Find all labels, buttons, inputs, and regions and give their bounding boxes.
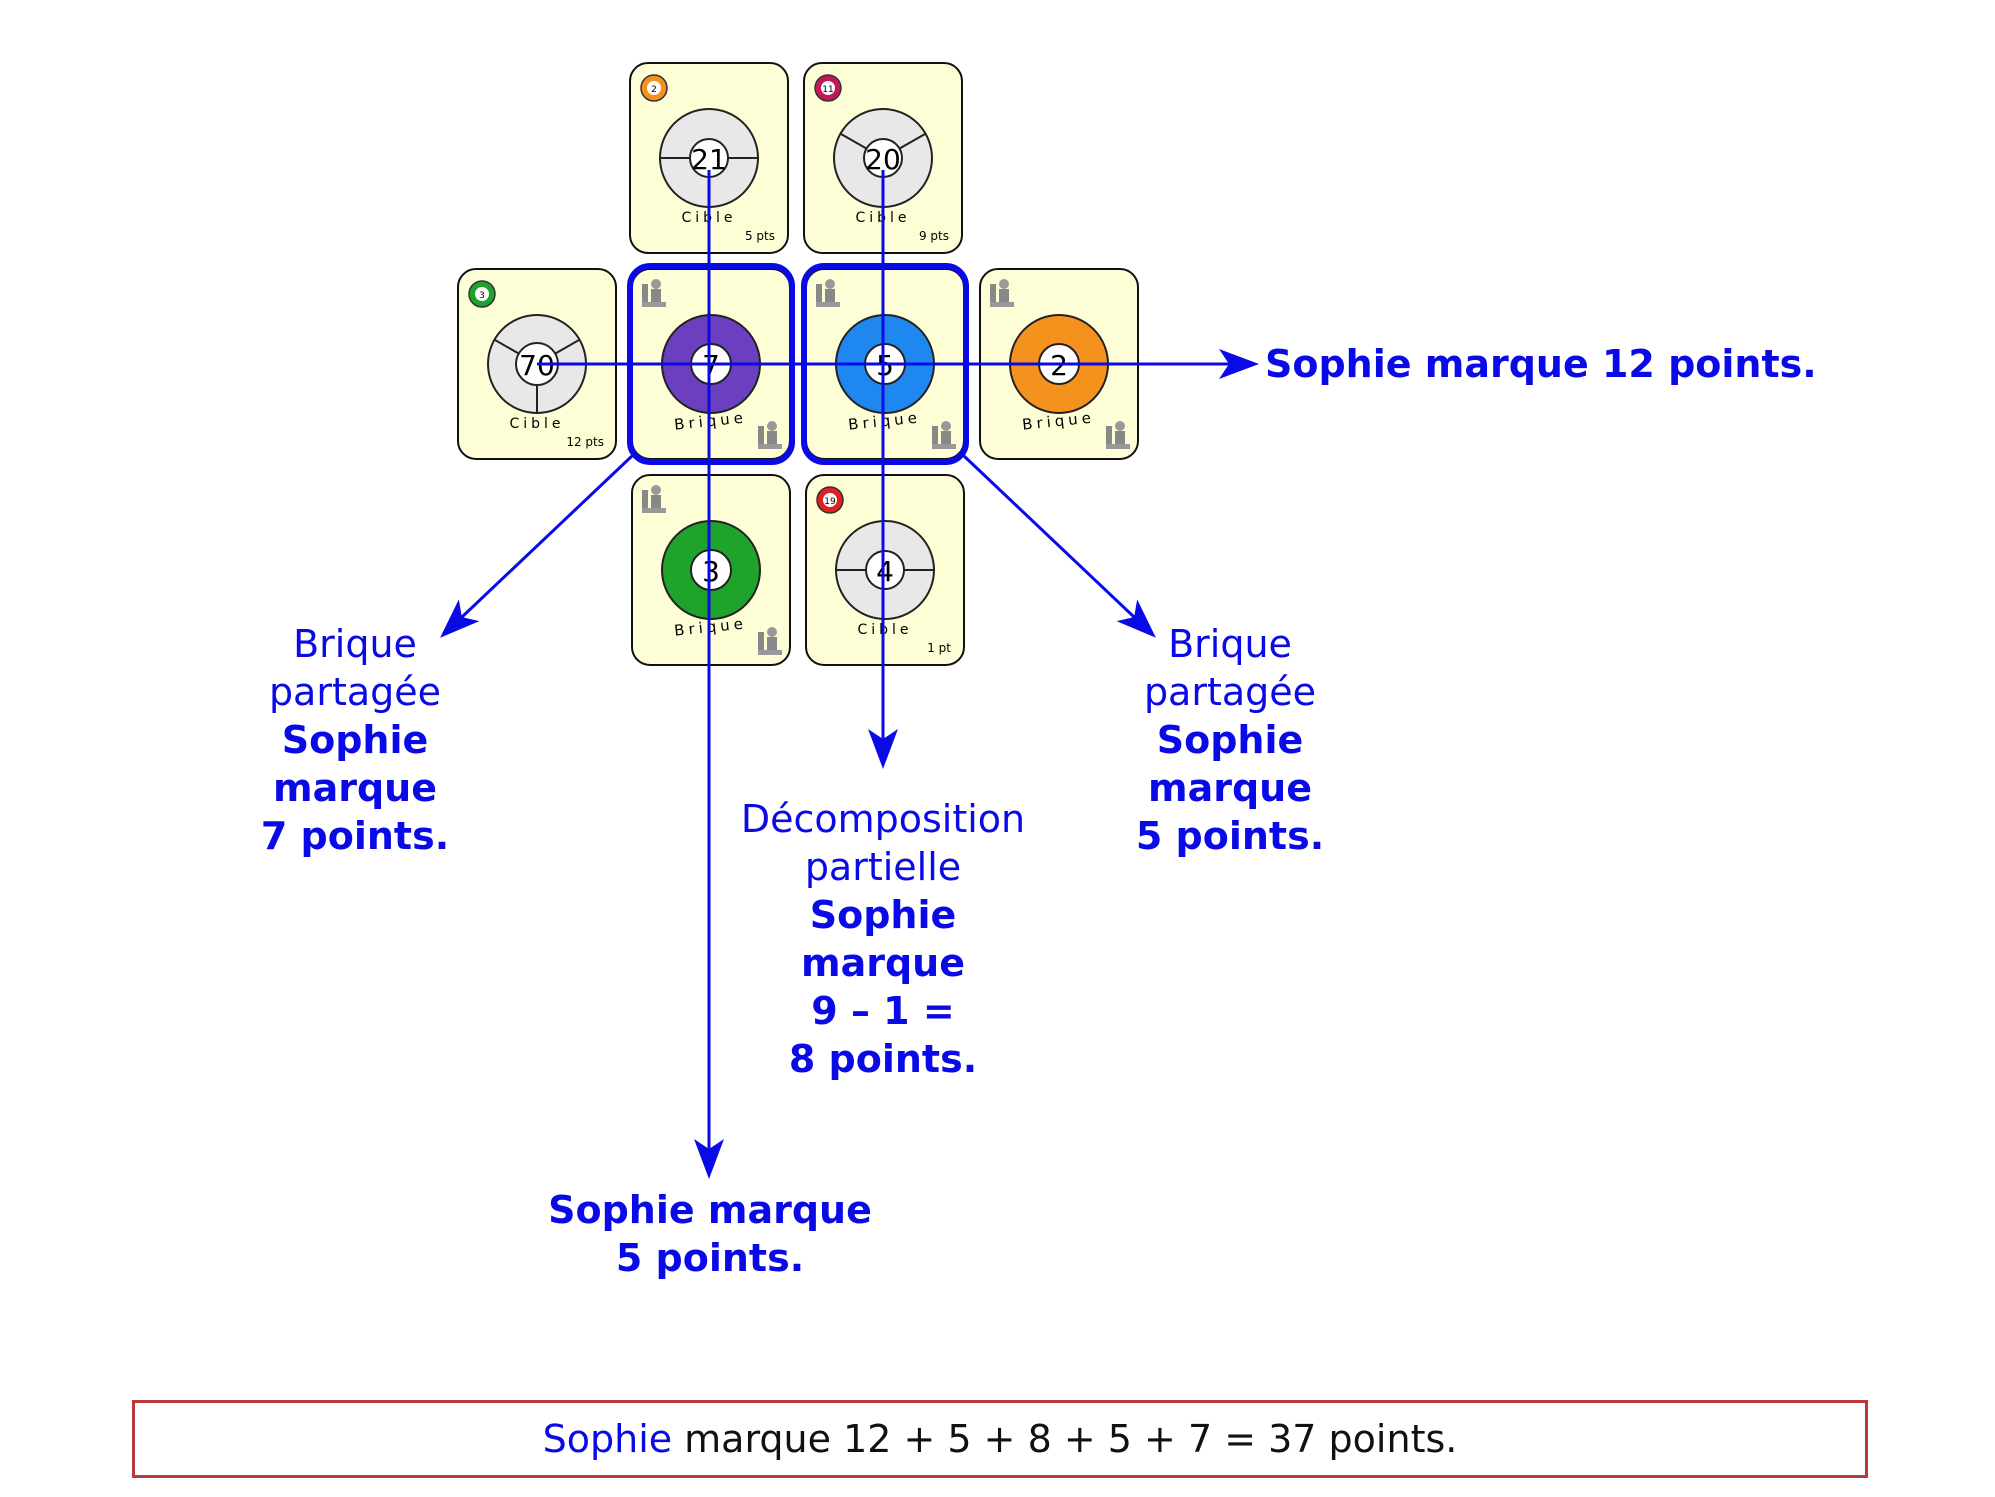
card-points: 5 pts [745,229,775,243]
card-number: 3 [702,555,720,588]
left-shared-label: Brique partagée Sophie marque 7 points. [260,622,450,858]
card-badge: 3 [479,291,485,301]
summary-text: marque 12 + 5 + 8 + 5 + 7 = 37 points. [684,1417,1458,1461]
card-bot-right: 19 4 Cible 1 pt [805,474,965,666]
card-type: Cible [855,210,910,226]
card-type: Cible [857,622,912,638]
card-points: 9 pts [919,229,949,243]
card-badge: 19 [824,497,836,507]
card-top-left: 2 21 Cible 5 pts [629,62,789,254]
card-points: 12 pts [566,435,604,449]
left-shared-arrow [440,454,634,638]
right-shared-label: Brique partagée Sophie marque 5 points. [1135,622,1325,858]
card-number: 4 [876,555,894,588]
summary-box: Sophie marque 12 + 5 + 8 + 5 + 7 = 37 po… [132,1400,1868,1478]
partial-label: Décomposition partielle Sophie marque 9 … [740,797,1026,1081]
card-top-right: 11 20 Cible 9 pts [803,62,963,254]
card-badge: 2 [651,85,657,95]
summary-player: Sophie [542,1417,673,1461]
right-shared-arrow [962,454,1156,638]
card-type: Cible [681,210,736,226]
card-badge: 11 [822,85,833,95]
column-score-label: Sophie marque 5 points. [548,1188,872,1280]
card-points: 1 pt [927,641,951,655]
row-score-label: Sophie marque 12 points. [1265,342,1817,386]
card-bot-green: 3 Brique [631,474,791,666]
card-type: Cible [509,416,564,432]
